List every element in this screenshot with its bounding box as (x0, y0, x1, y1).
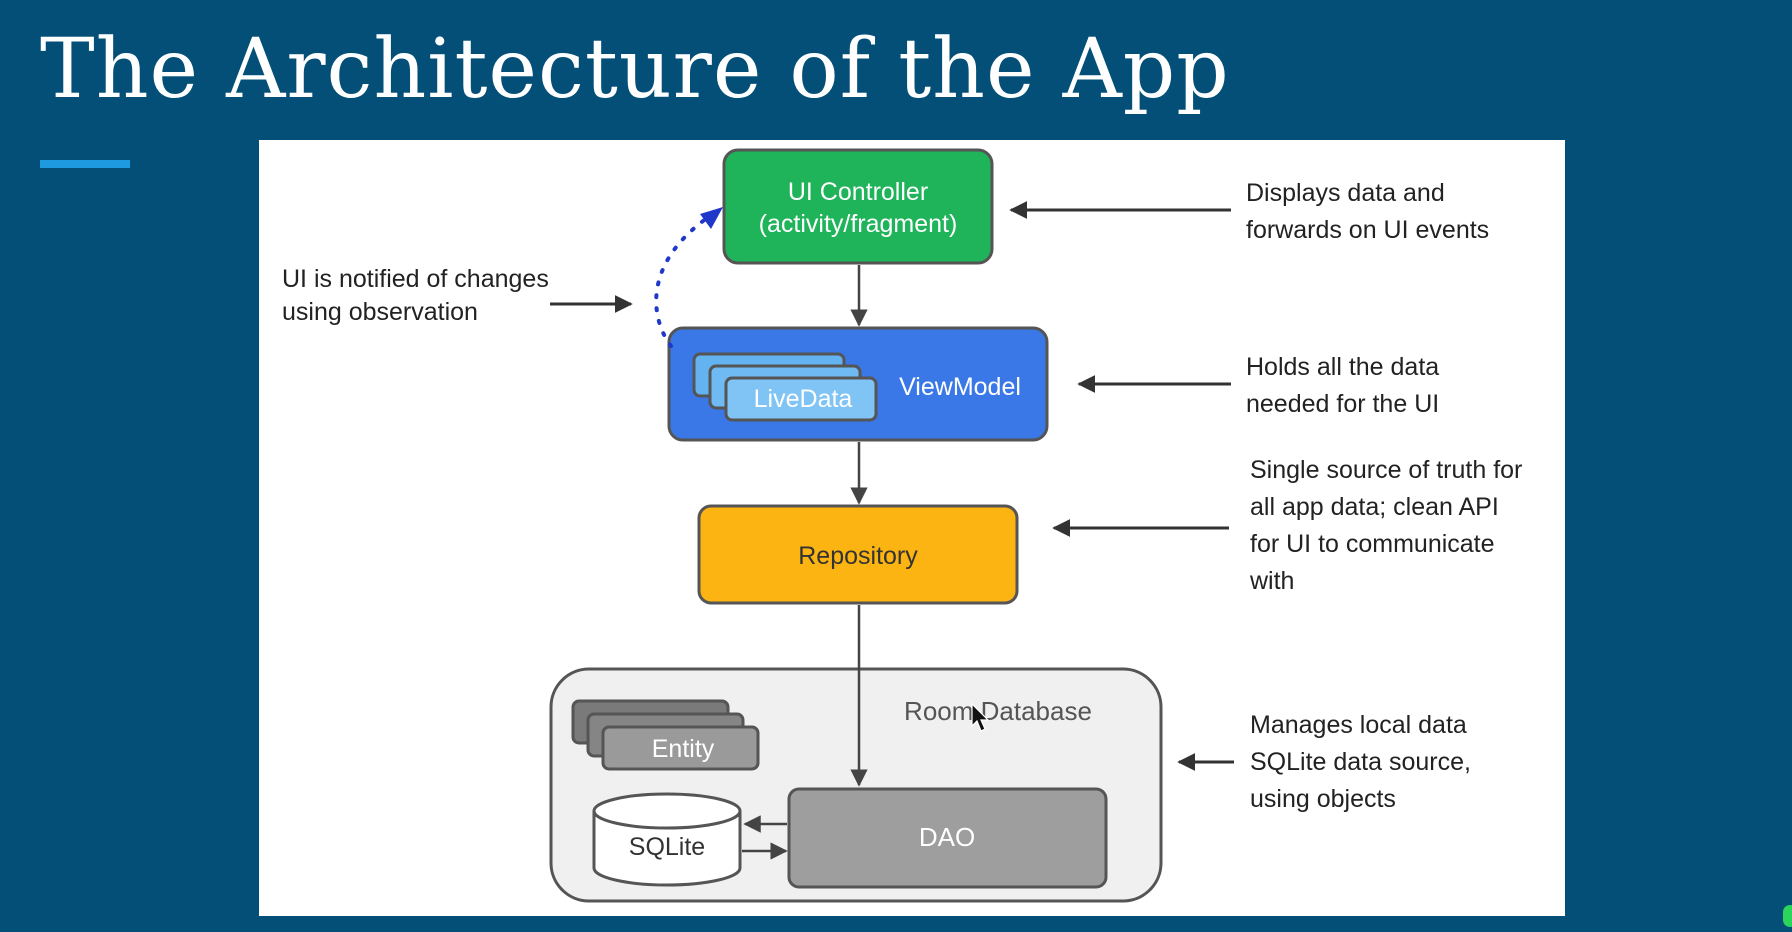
dao-box (787, 787, 1108, 889)
diagram-canvas: Room Database Entity SQLite DAO (282, 148, 1522, 903)
dao-box-group: DAO (787, 787, 1108, 889)
viewmodel-annotation: Holds all the data needed for the UI (1077, 353, 1439, 418)
ui-controller-title: UI Controller (788, 178, 928, 206)
repository-box (697, 504, 1019, 605)
viewmodel-box-group: LiveData ViewModel (667, 326, 1049, 442)
ui-controller-note-line2: forwards on UI events (1246, 216, 1489, 244)
room-database-label: Room Database (904, 696, 1092, 726)
title-underline (40, 160, 130, 168)
viewmodel-label: ViewModel (899, 373, 1021, 401)
viewmodel-note-line2: needed for the UI (1246, 390, 1439, 418)
room-database-annotation: Manages local data SQLite data source, u… (1177, 711, 1471, 813)
sqlite-cylinder-body (592, 811, 742, 887)
livedata-card-front (724, 376, 878, 422)
ui-controller-box (722, 148, 994, 265)
observation-annotation: UI is notified of changes using observat… (282, 265, 633, 326)
entity-stack: Entity (571, 699, 760, 771)
ui-controller-note-line1: Displays data and (1246, 179, 1445, 207)
ui-controller-box-group: UI Controller (activity/fragment) (722, 148, 994, 265)
sqlite-cylinder: SQLite (592, 792, 742, 887)
observation-note-line2: using observation (282, 298, 478, 326)
sqlite-cylinder-top (592, 792, 742, 830)
repository-note-line1: Single source of truth for (1250, 456, 1522, 484)
corner-indicator (1783, 905, 1792, 927)
mouse-cursor-icon (971, 702, 990, 732)
livedata-label: LiveData (754, 385, 853, 413)
room-database-note-line2: SQLite data source, (1250, 748, 1471, 776)
room-database-note-line1: Manages local data (1250, 711, 1467, 739)
slide-title: The Architecture of the App (40, 22, 1230, 117)
repository-note-line4: with (1249, 567, 1294, 595)
observation-dotted-arrow (654, 208, 721, 348)
sqlite-label: SQLite (629, 833, 705, 861)
repository-box-group: Repository (697, 504, 1019, 605)
entity-card-front (601, 725, 760, 771)
entity-label: Entity (652, 735, 715, 763)
repository-annotation: Single source of truth for all app data;… (1052, 456, 1522, 595)
ui-controller-subtitle: (activity/fragment) (759, 210, 958, 238)
dao-label: DAO (919, 822, 975, 852)
repository-note-line2: all app data; clean API (1250, 493, 1499, 521)
architecture-diagram: Room Database Entity SQLite DAO (259, 140, 1565, 916)
observation-arrowhead (700, 207, 723, 229)
room-database-note-line3: using objects (1250, 785, 1396, 813)
repository-label: Repository (798, 542, 918, 570)
ui-controller-annotation: Displays data and forwards on UI events (1009, 179, 1489, 244)
repository-note-line3: for UI to communicate (1250, 530, 1495, 558)
observation-note-line1: UI is notified of changes (282, 265, 549, 293)
viewmodel-note-line1: Holds all the data (1246, 353, 1439, 381)
